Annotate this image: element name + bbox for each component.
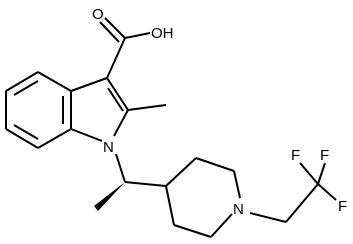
bond-c3-carboxyl xyxy=(106,37,126,79)
bond-c4-c3-piperidine xyxy=(165,157,197,187)
bond-c3-c2-inner xyxy=(107,87,124,112)
bond-c6-c7 xyxy=(5,128,39,149)
bond-n-c6-piperidine xyxy=(210,213,233,238)
bond-c3a-c4 xyxy=(37,71,72,92)
atom-label-fluorine-top-left: F xyxy=(291,147,300,164)
bond-c4-c5-inner xyxy=(13,80,39,96)
bond-c2-methyl xyxy=(127,104,167,111)
bond-c3a-c3 xyxy=(70,77,108,92)
bond-c2-n1 xyxy=(113,109,129,137)
bond-n1-chiral-carbon xyxy=(115,153,126,183)
bond-c4-c5 xyxy=(5,71,39,92)
carboxylic-acid-group xyxy=(99,17,151,79)
piperidine-ring xyxy=(165,157,241,238)
benzene-ring xyxy=(5,71,72,149)
trifluoroethyl-group xyxy=(249,162,337,223)
bond-cf3-f-top-left xyxy=(299,162,319,185)
atom-label-fluorine-right: F xyxy=(338,198,347,215)
bond-c3-c2-piperidine xyxy=(195,157,235,172)
atom-label-piperidine-nitrogen: N xyxy=(233,201,244,218)
atom-label-carbonyl-oxygen: O xyxy=(92,6,104,23)
atom-label-hydroxyl: OH xyxy=(151,25,174,42)
bond-cf3-f-right xyxy=(317,183,337,201)
wedge-bond-methyl xyxy=(94,182,125,211)
bond-c2-n-piperidine xyxy=(233,170,241,199)
bond-c6-c7-inner xyxy=(13,124,39,140)
bond-n-ch2 xyxy=(249,212,287,223)
atom-label-fluorine-top-right: F xyxy=(320,147,329,164)
bond-ch2-cf3 xyxy=(285,183,319,223)
pyrrole-ring xyxy=(70,77,129,142)
bond-carbonyl-double-1 xyxy=(104,17,126,39)
bond-n1-c7a xyxy=(70,128,103,142)
atom-label-indole-nitrogen: N xyxy=(103,139,114,156)
bond-c5-c4-piperidine xyxy=(165,185,175,226)
bond-carbonyl-double-2 xyxy=(99,21,120,43)
bond-cf3-f-top-right xyxy=(317,162,326,185)
bond-c6-c5-piperidine xyxy=(173,224,212,238)
bond-carboxyl-hydroxyl xyxy=(124,32,151,39)
bond-c7-c7a xyxy=(37,128,72,149)
bond-chiral-carbon-piperidine xyxy=(124,181,167,187)
bond-c3-c2 xyxy=(106,77,129,111)
